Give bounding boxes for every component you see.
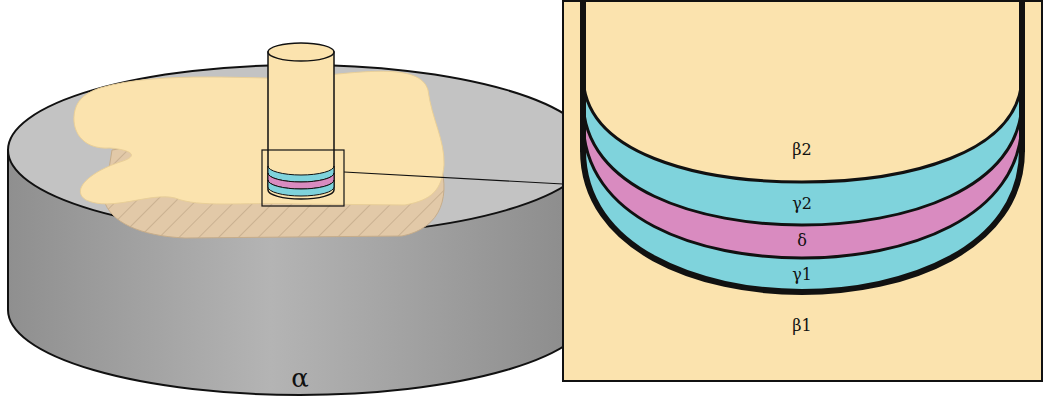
region-label: δ bbox=[797, 233, 807, 249]
sample-cylinder bbox=[262, 43, 563, 206]
region-label: β1 bbox=[792, 318, 811, 334]
region-label: β2 bbox=[792, 142, 811, 158]
region-label: γ1 bbox=[792, 267, 812, 283]
region-label: α bbox=[291, 365, 309, 391]
region-label: γ2 bbox=[792, 196, 812, 212]
zoom-inset bbox=[563, 0, 1042, 381]
tooth-slice bbox=[74, 71, 444, 238]
